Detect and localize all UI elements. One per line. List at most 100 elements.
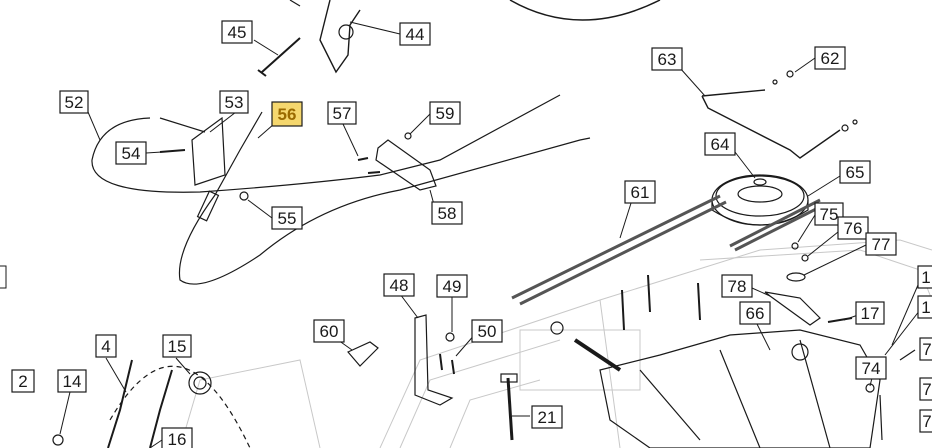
callout-box — [271, 206, 303, 230]
callout-box — [162, 334, 192, 358]
callout-box — [221, 20, 253, 44]
pin-45 — [257, 37, 301, 77]
nut-62 — [786, 70, 794, 78]
callout-box — [814, 202, 844, 226]
callout-p58: 58 — [431, 201, 463, 225]
callout-p7c: 7 — [919, 409, 932, 433]
callout-p15: 15 — [162, 334, 192, 358]
belt-61 — [511, 194, 727, 306]
callout-number: 45 — [228, 23, 247, 42]
callout-number: 64 — [711, 135, 730, 154]
callout-box — [429, 101, 461, 125]
callout-p74: 74 — [855, 356, 887, 380]
callout-p4: 4 — [95, 334, 117, 358]
callout-box — [115, 141, 147, 165]
bracket-48 — [414, 314, 454, 406]
callout-p50: 50 — [471, 319, 503, 343]
callout-box — [313, 319, 345, 343]
callout-number: 62 — [821, 49, 840, 68]
callout-box — [471, 319, 503, 343]
callout-box — [919, 377, 932, 401]
callout-box — [436, 274, 468, 298]
callout-number: 57 — [333, 104, 352, 123]
callout-number: 56 — [278, 105, 297, 124]
callout-p60: 60 — [313, 319, 345, 343]
callout-number: 58 — [438, 204, 457, 223]
callout-number: 49 — [443, 277, 462, 296]
callout-number: 63 — [658, 50, 677, 69]
callout-number: 14 — [63, 372, 82, 391]
callout-p75: 75 — [814, 202, 844, 226]
screw-50 — [439, 353, 455, 375]
callout-box — [814, 46, 846, 70]
nut-55 — [239, 191, 249, 201]
callout-number: 78 — [728, 277, 747, 296]
callout-p66: 66 — [739, 301, 771, 325]
callout-box — [57, 369, 87, 393]
callout-box — [917, 295, 932, 319]
callout-box — [219, 90, 249, 114]
screw-57 — [357, 157, 381, 174]
callout-box — [721, 274, 753, 298]
callout-box — [855, 356, 887, 380]
callout-number: 53 — [225, 93, 244, 112]
nut-49 — [445, 332, 455, 342]
callout-number: 17 — [861, 304, 880, 323]
callout-p1b: 1 — [917, 295, 932, 319]
callout-p62: 62 — [814, 46, 846, 70]
callout-box — [399, 22, 431, 46]
callout-box — [59, 90, 89, 114]
callout-number: 54 — [122, 144, 141, 163]
dashed-arc — [109, 365, 251, 448]
callout-number: 75 — [820, 205, 839, 224]
bolt-21 — [506, 377, 514, 441]
callout-p55: 55 — [271, 206, 303, 230]
bolt-75 — [791, 242, 799, 250]
callout-number: 74 — [862, 359, 881, 378]
callout-number: 59 — [436, 104, 455, 123]
callout-p21: 21 — [531, 405, 563, 429]
callout-p45: 45 — [221, 20, 253, 44]
callout-p49: 49 — [436, 274, 468, 298]
callout-p61: 61 — [624, 180, 656, 204]
callout-p77: 77 — [865, 232, 897, 256]
callout-p14: 14 — [57, 369, 87, 393]
callout-number: 21 — [538, 408, 557, 427]
clip-60 — [347, 341, 379, 367]
callout-p7b: 7 — [919, 377, 932, 401]
plate-58 — [375, 139, 437, 191]
bracket-53 — [191, 116, 226, 186]
belt-65 — [729, 198, 825, 252]
callout-p76: 76 — [837, 216, 869, 240]
rod-63 — [701, 89, 841, 159]
callout-box — [327, 101, 357, 125]
callout-p65: 65 — [839, 160, 871, 184]
callout-box-partial — [0, 265, 7, 289]
callout-number: 50 — [478, 322, 497, 341]
callout-p16: 16 — [161, 427, 193, 448]
callout-p54: 54 — [115, 141, 147, 165]
callout-p17: 17 — [855, 301, 885, 325]
callout-p52: 52 — [59, 90, 89, 114]
callout-number: 48 — [390, 276, 409, 295]
callout-box — [919, 409, 932, 433]
callout-box — [917, 265, 932, 289]
callout-box — [11, 369, 35, 393]
callout-p57: 57 — [327, 101, 357, 125]
callout-box — [865, 232, 897, 256]
callout-number: 15 — [168, 337, 187, 356]
callout-p64: 64 — [704, 132, 736, 156]
bolt-54 — [159, 149, 186, 153]
callout-box — [837, 216, 869, 240]
transmission-66 — [599, 329, 881, 448]
callout-number: 52 — [65, 93, 84, 112]
callout-p56: 56 — [271, 101, 303, 127]
callout-box — [855, 301, 885, 325]
callout-number: 60 — [320, 322, 339, 341]
callout-number: 1 — [921, 268, 930, 287]
callout-number: 76 — [844, 219, 863, 238]
arm-78 — [764, 291, 821, 326]
callout-number: 66 — [746, 304, 765, 323]
callout-number: 55 — [278, 209, 297, 228]
callout-box — [531, 405, 563, 429]
